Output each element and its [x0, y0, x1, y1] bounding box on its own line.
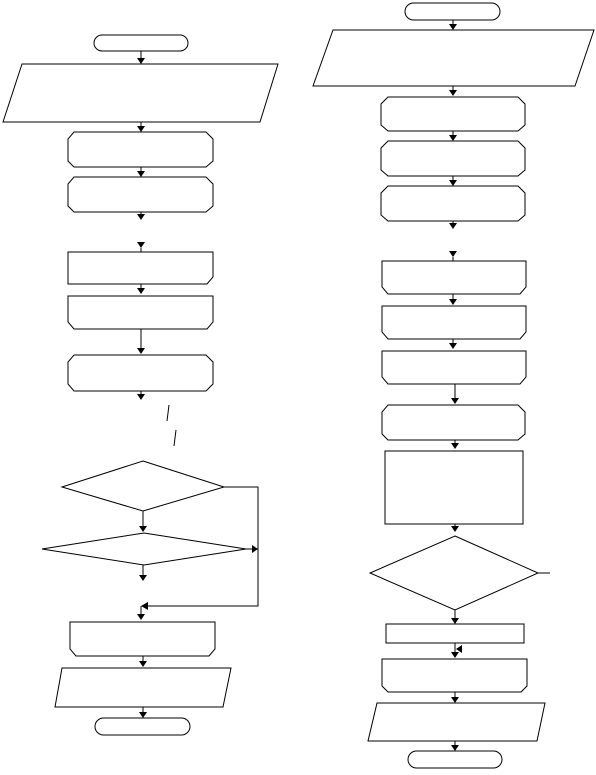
left-arrow-head: [137, 58, 145, 64]
left-arrow-head: [139, 575, 147, 581]
right-arrow-head: [456, 645, 462, 653]
right-process-box: [381, 305, 527, 340]
right-arrow-head: [451, 443, 459, 449]
left-process-box: [67, 251, 214, 285]
right-thin-process-box: [385, 623, 525, 644]
right-arrow-head: [449, 223, 457, 229]
left-slash-mark: [166, 404, 170, 422]
left-arrow-head: [139, 526, 147, 532]
right-process-box: [380, 185, 526, 222]
left-arrow-head: [137, 614, 145, 620]
right-arrow-head: [449, 135, 457, 141]
right-output-parallelogram: [367, 702, 546, 742]
left-arrow-head: [137, 242, 145, 248]
right-decision-diamond: [368, 535, 540, 611]
right-start-terminator: [404, 2, 501, 21]
left-end-terminator: [94, 717, 191, 736]
left-arrow-head: [137, 348, 145, 354]
left-decision-diamond: [41, 532, 247, 566]
left-slash-mark: [173, 429, 177, 447]
right-input-parallelogram: [312, 29, 595, 87]
right-arrow-head: [449, 90, 457, 96]
right-arrow-head: [451, 697, 459, 703]
right-process-box: [380, 140, 526, 177]
left-decision-diamond: [60, 460, 226, 512]
left-output-parallelogram: [54, 667, 232, 708]
left-process-box: [67, 131, 214, 168]
right-arrow-head: [449, 343, 457, 349]
left-arrow-head: [137, 214, 145, 220]
right-process-box: [381, 350, 527, 385]
right-process-box: [381, 260, 527, 295]
right-flowchart: [312, 2, 595, 769]
right-process-box: [380, 96, 526, 132]
left-flowchart: [2, 34, 279, 736]
right-process-box: [381, 404, 526, 441]
right-arrow-head: [451, 398, 459, 404]
right-arrow-head: [449, 251, 457, 257]
left-process-box: [67, 354, 214, 392]
right-end-terminator: [407, 750, 503, 769]
left-arrow-head: [139, 712, 147, 718]
left-process-box: [69, 621, 216, 657]
left-arrow-head: [137, 288, 145, 294]
left-process-box: [67, 176, 214, 213]
left-arrow-head: [141, 602, 148, 610]
left-branch-line: [148, 486, 259, 607]
right-arrow-head: [451, 745, 459, 751]
right-large-process-box: [384, 450, 524, 525]
right-arrow-head: [449, 180, 457, 186]
left-arrow-head: [139, 661, 147, 667]
left-input-parallelogram: [2, 63, 279, 123]
left-arrow-head: [137, 126, 145, 132]
right-arrow-head: [451, 526, 459, 532]
right-process-box: [381, 658, 528, 693]
right-arrow-head: [449, 24, 457, 30]
left-start-terminator: [93, 34, 189, 52]
left-arrow-head: [252, 545, 258, 553]
right-arrow-head: [451, 652, 459, 658]
right-arrow-head: [451, 618, 459, 624]
right-arrow-head: [449, 299, 457, 305]
left-arrow-head: [137, 394, 145, 400]
left-arrow-head: [137, 171, 145, 177]
left-process-box: [67, 295, 214, 330]
